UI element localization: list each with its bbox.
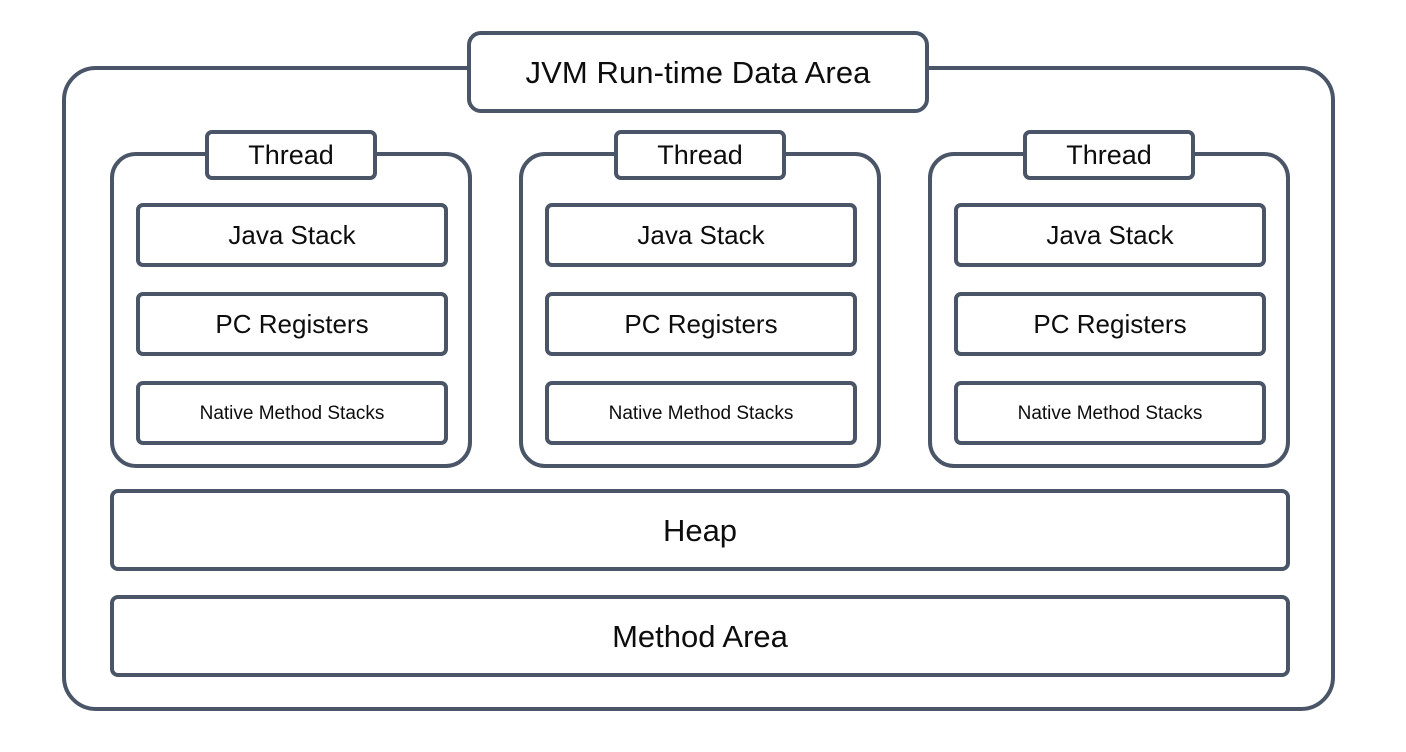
heap-box: Heap [110, 489, 1290, 571]
java-stack-box-1: Java Stack [136, 203, 448, 267]
thread-regions-2: Java Stack PC Registers Native Method St… [545, 203, 857, 445]
pc-registers-label-1: PC Registers [215, 309, 369, 339]
shared-memory-areas: Heap Method Area [110, 489, 1290, 677]
thread-column-2: Thread Java Stack PC Registers Native Me… [519, 130, 881, 468]
java-stack-box-2: Java Stack [545, 203, 857, 267]
native-method-stacks-box-3: Native Method Stacks [954, 381, 1266, 445]
native-method-stacks-label-3: Native Method Stacks [1017, 402, 1203, 424]
thread-label-box-3: Thread [1023, 130, 1195, 180]
thread-column-1: Thread Java Stack PC Registers Native Me… [110, 130, 472, 468]
thread-label-3: Thread [1066, 139, 1152, 170]
thread-label-1: Thread [248, 139, 334, 170]
pc-registers-box-3: PC Registers [954, 292, 1266, 356]
method-area-label: Method Area [612, 618, 788, 654]
thread-row: Thread Java Stack PC Registers Native Me… [110, 130, 1290, 468]
thread-column-3: Thread Java Stack PC Registers Native Me… [928, 130, 1290, 468]
pc-registers-label-2: PC Registers [624, 309, 778, 339]
java-stack-label-3: Java Stack [1046, 220, 1174, 250]
thread-label-box-2: Thread [614, 130, 786, 180]
native-method-stacks-box-2: Native Method Stacks [545, 381, 857, 445]
native-method-stacks-label-2: Native Method Stacks [608, 402, 794, 424]
jvm-runtime-data-area-title-box: JVM Run-time Data Area [467, 31, 929, 113]
thread-label-box-1: Thread [205, 130, 377, 180]
pc-registers-label-3: PC Registers [1033, 309, 1187, 339]
native-method-stacks-label-1: Native Method Stacks [199, 402, 385, 424]
pc-registers-box-2: PC Registers [545, 292, 857, 356]
java-stack-label-1: Java Stack [228, 220, 356, 250]
pc-registers-box-1: PC Registers [136, 292, 448, 356]
method-area-box: Method Area [110, 595, 1290, 677]
thread-label-2: Thread [657, 139, 743, 170]
java-stack-label-2: Java Stack [637, 220, 765, 250]
native-method-stacks-box-1: Native Method Stacks [136, 381, 448, 445]
heap-label: Heap [662, 512, 738, 548]
thread-regions-3: Java Stack PC Registers Native Method St… [954, 203, 1266, 445]
thread-regions-1: Java Stack PC Registers Native Method St… [136, 203, 448, 445]
page-title: JVM Run-time Data Area [525, 54, 871, 90]
java-stack-box-3: Java Stack [954, 203, 1266, 267]
